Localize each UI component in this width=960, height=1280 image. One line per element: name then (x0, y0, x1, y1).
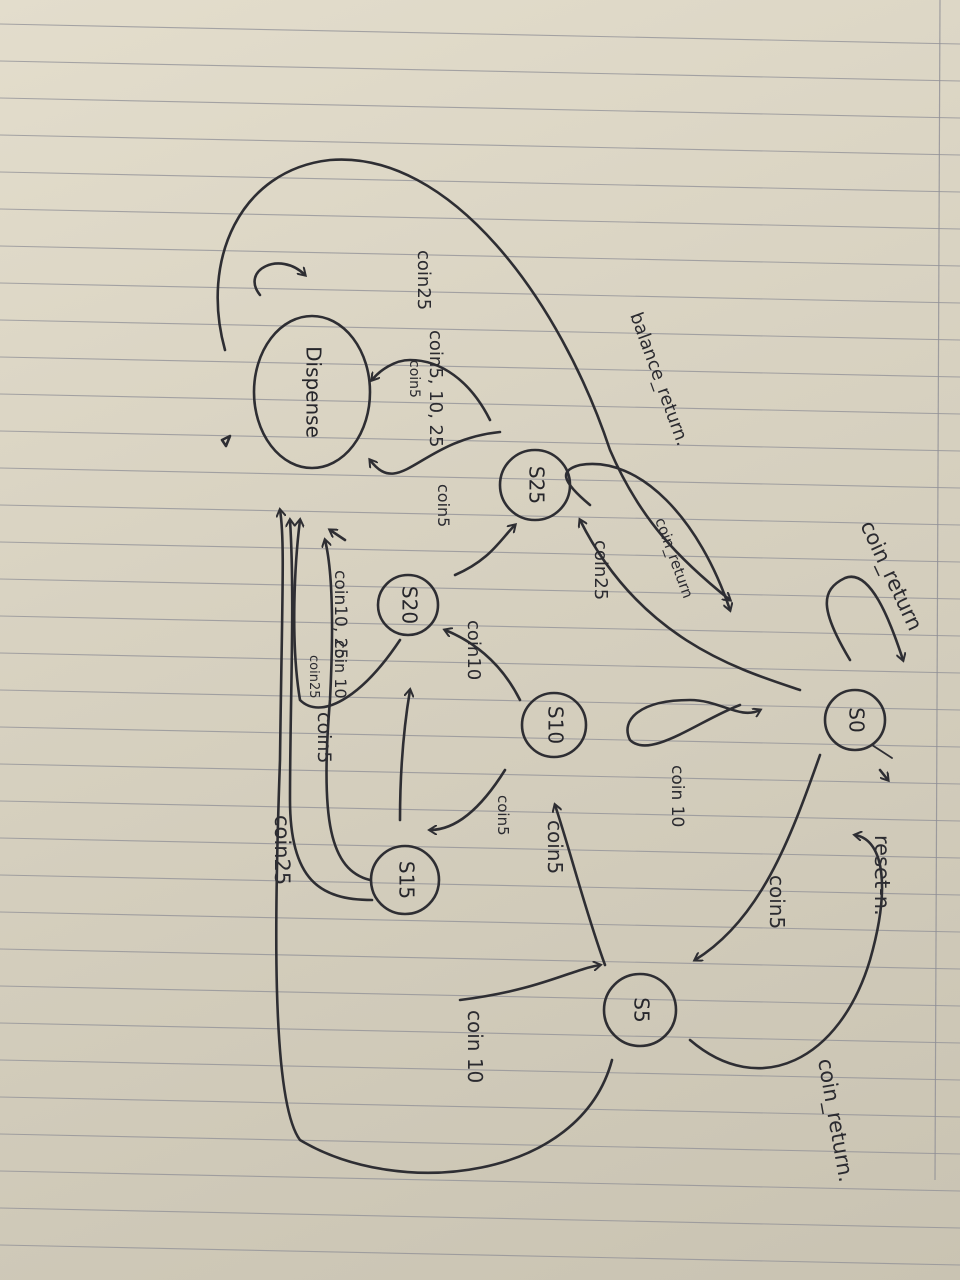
ruled-line (0, 652, 960, 674)
ruled-line (0, 948, 960, 970)
ruled-line (0, 689, 960, 711)
ruled-line (0, 1022, 960, 1044)
transition-s25-coin5-label: coin5, 10, 25 (425, 330, 446, 447)
ruled-line (0, 1133, 960, 1155)
transition-s5-coin25 (274, 510, 614, 1174)
transition-s0-s5-coin5: coin5 (695, 753, 822, 960)
margin-line (934, 0, 941, 1181)
transition-s5-s15-coin10: coin 10 (458, 965, 600, 1083)
state-s20-label: S20 (398, 586, 422, 624)
transition-s10-s20-label: coin10 (463, 620, 484, 680)
ruled-line (0, 874, 960, 896)
ruled-lines (0, 23, 960, 1266)
ruled-line (0, 134, 960, 156)
transition-s15-s20-coin5: coin5 (313, 690, 410, 822)
transition-s15-s20-label: coin5 (313, 712, 335, 763)
transition-s15-coin10: coin 10 (325, 540, 372, 882)
transition-s15-coin10-label: coin 10 (331, 640, 350, 699)
transition-s20-coin25: coin25 (292, 520, 402, 709)
transition-s20-s25-label: coin5 (434, 484, 453, 527)
transition-s20-s25-coin5: coin5 (434, 484, 515, 577)
transition-s20-coin10-25-label: coin10, 25 (330, 570, 350, 659)
transition-s10-s15-label: coin5 (494, 795, 512, 836)
transition-s0-s5-label: coin5 (765, 875, 789, 929)
ruled-line (0, 319, 960, 341)
ruled-line (0, 97, 960, 119)
state-s15: S15 (369, 844, 441, 916)
state-s5-label: S5 (630, 997, 654, 1022)
state-s15-label: S15 (395, 861, 419, 899)
ruled-line (0, 356, 960, 378)
ruled-line (0, 208, 960, 230)
ruled-line (0, 541, 960, 563)
state-s25-label: S25 (525, 466, 549, 504)
ruled-line (0, 1170, 960, 1192)
ruled-line (0, 1096, 960, 1118)
ruled-line (0, 504, 960, 526)
ruled-line (0, 615, 960, 637)
transition-s5-s15-label: coin 10 (463, 1010, 487, 1083)
ruled-line (0, 800, 960, 822)
state-s0: S0 (823, 688, 887, 752)
transition-s20-coin10-25: coin10, 25 (330, 530, 350, 659)
state-s0-label: S0 (845, 707, 869, 732)
transition-coin-return-top-label: coin_return (855, 517, 928, 635)
transition-balance-return: balance_return. (216, 158, 730, 600)
ruled-line (0, 23, 960, 45)
ruled-line (0, 60, 960, 82)
transition-s25-coin5: coin5, 10, 25 coin5 (370, 330, 502, 475)
state-s10: S10 (520, 691, 588, 759)
ruled-line (0, 245, 960, 267)
transition-s15-coin25-label: coin25 (270, 815, 294, 885)
ruled-line (0, 837, 960, 859)
state-s20: S20 (376, 573, 440, 637)
transition-s0-s25-coin25: coin25 (580, 520, 802, 692)
ruled-line (0, 726, 960, 748)
state-s10-label: S10 (544, 706, 568, 744)
state-s25: S25 (498, 448, 572, 522)
ruled-line (0, 430, 960, 452)
transition-s0-s10-coin10: coin 10 (626, 698, 761, 827)
transition-s10-s20-coin10: coin10 (445, 620, 522, 702)
transition-coin-return-top: coin_return (825, 517, 928, 660)
ruled-line (0, 578, 960, 600)
ruled-line (0, 282, 960, 304)
ruled-line (0, 763, 960, 785)
transition-balance-return-label: balance_return. (625, 310, 693, 449)
transition-coin-return-right-label: coin_return. (812, 1057, 858, 1184)
transition-s25-coin10-25: coin25 (372, 250, 492, 422)
transition-s20-coin25-label: coin25 (306, 655, 321, 699)
transition-s5-s10-coin5: coin5 (543, 805, 607, 967)
transition-s5-coin25-label: coin25 (413, 250, 434, 310)
transition-s5-s10-label: coin5 (543, 820, 567, 874)
ruled-line (0, 911, 960, 933)
ruled-line (0, 171, 960, 193)
state-dispense: Dispense (252, 314, 372, 470)
state-dispense-label: Dispense (302, 346, 326, 438)
transition-s0-s25-label: coin25 (590, 540, 611, 600)
transition-s0-s10-label: coin 10 (667, 765, 687, 827)
ruled-line (0, 1244, 960, 1266)
transition-s15-coin25: coin25 (270, 520, 374, 902)
transition-s10-s15-coin5: coin5 (430, 768, 512, 836)
ruled-line (0, 467, 960, 489)
ruled-line (0, 1059, 960, 1081)
transition-s25-coin5-sub-label: coin5 (406, 360, 422, 398)
state-s5: S5 (602, 972, 678, 1048)
ruled-line (0, 1207, 960, 1229)
ink-mark (220, 434, 232, 448)
